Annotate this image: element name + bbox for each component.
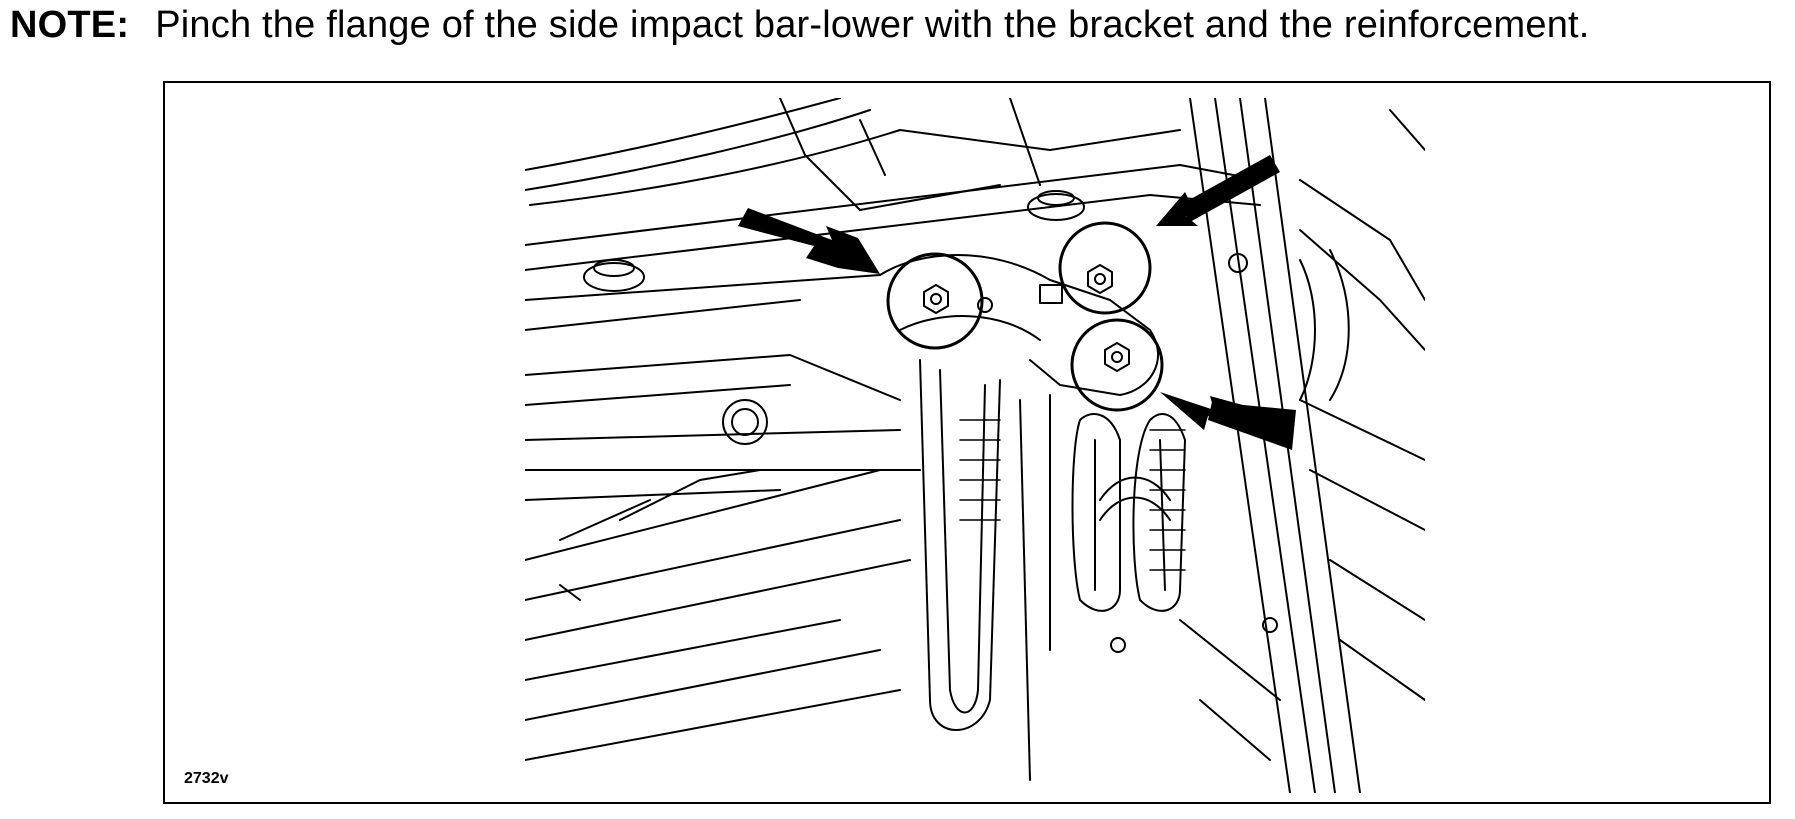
illustration-frame	[163, 81, 1771, 804]
arrow-upper-right-icon	[1156, 155, 1280, 226]
arrow-upper-left-icon	[738, 208, 880, 274]
figure-id: 2732v	[184, 770, 229, 787]
arrow-lower-right-icon	[1160, 392, 1296, 450]
callout-arrows	[738, 155, 1296, 450]
note-text: Pinch the flange of the side impact bar-…	[155, 4, 1590, 46]
note-label: NOTE:	[10, 4, 130, 46]
b-pillar	[1179, 98, 1425, 793]
stiffener-ribs	[959, 419, 1186, 571]
upper-beam	[525, 98, 1181, 211]
callout-circles	[886, 221, 1164, 412]
note-line: NOTE: Pinch the flange of the side impact…	[10, 4, 1590, 47]
bracket	[879, 254, 1186, 781]
grommets	[583, 190, 1278, 653]
lower-left-members	[525, 469, 911, 761]
bolts	[923, 264, 1130, 372]
side-impact-bar	[525, 164, 1261, 501]
